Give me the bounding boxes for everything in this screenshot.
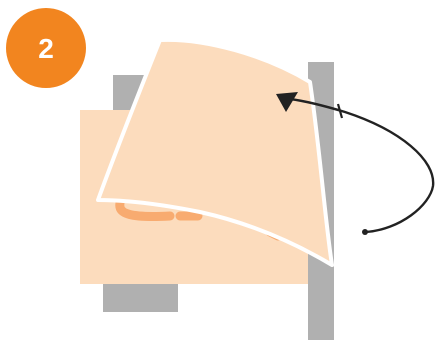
step-number: 2 <box>38 33 54 64</box>
frame-bar-bottom <box>103 282 178 312</box>
arrow-tail-dot <box>362 229 368 235</box>
step-badge: 2 <box>6 8 86 88</box>
